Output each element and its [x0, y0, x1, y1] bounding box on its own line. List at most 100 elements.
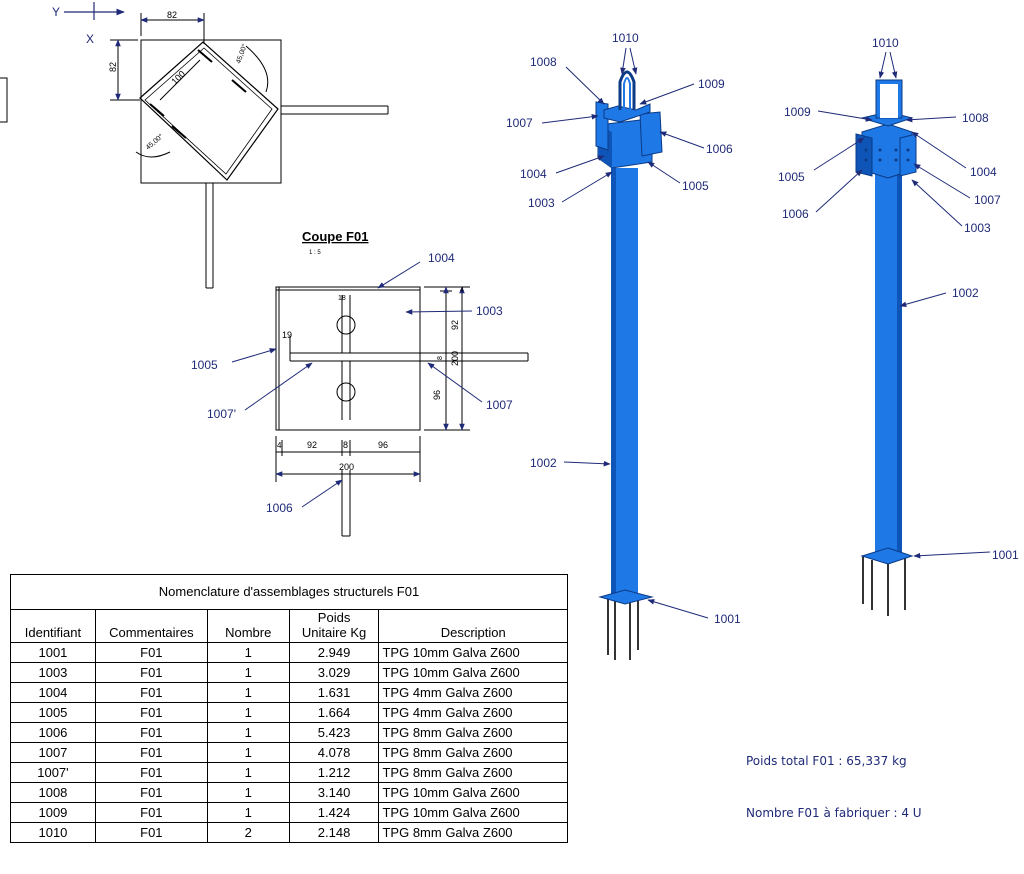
cell-desc: TPG 8mm Galva Z600 — [378, 762, 568, 783]
cell-weight: 4.078 — [288, 742, 380, 763]
cell-comment: F01 — [94, 722, 208, 743]
cell-id: 1006 — [10, 722, 96, 743]
sec-label-1003: 1003 — [476, 304, 503, 318]
cell-count: 1 — [206, 762, 290, 783]
cell-desc: TPG 4mm Galva Z600 — [378, 682, 568, 703]
cell-comment: F01 — [94, 802, 208, 823]
cell-id: 1005 — [10, 702, 96, 723]
column-rear — [855, 79, 917, 616]
cell-count: 1 — [206, 702, 290, 723]
cell-weight: 1.631 — [288, 682, 380, 703]
dim-right-total: 200 — [450, 351, 460, 366]
cell-count: 1 — [206, 722, 290, 743]
front-leaders — [541, 47, 709, 619]
left-frame-fragment — [0, 77, 8, 123]
cell-weight: 2.148 — [288, 822, 380, 843]
cell-desc: TPG 8mm Galva Z600 — [378, 822, 568, 843]
cell-count: 1 — [206, 682, 290, 703]
total-weight: Poids total F01 : 65,337 kg — [746, 754, 907, 768]
axis-x-label: X — [86, 32, 94, 46]
count-to-make: Nombre F01 à fabriquer : 4 U — [746, 806, 922, 820]
cell-weight: 5.423 — [288, 722, 380, 743]
cell-id: 1009 — [10, 802, 96, 823]
cell-weight: 1.424 — [288, 802, 380, 823]
dim-top-thk: 18 — [338, 295, 346, 302]
header-comment: Commentaires — [94, 609, 208, 643]
dim-bottom-8: 8 — [343, 440, 348, 450]
rear-label-1005: 1005 — [778, 170, 805, 184]
section-scale: 1 : 5 — [309, 250, 321, 256]
cell-comment: F01 — [94, 762, 208, 783]
header-weight-line1: Poids — [317, 610, 351, 625]
dim-right-mid: 8 — [437, 356, 444, 360]
cell-count: 1 — [206, 642, 290, 663]
cell-count: 1 — [206, 802, 290, 823]
section-dimensions: 18 4 92 8 200 96 19 4 92 8 96 200 — [277, 287, 464, 472]
cell-count: 2 — [206, 822, 290, 843]
cell-desc: TPG 10mm Galva Z600 — [378, 662, 568, 683]
axis-y-label: Y — [52, 5, 60, 19]
dim-right-lower: 96 — [432, 390, 442, 400]
rear-label-1001: 1001 — [992, 548, 1019, 562]
dim-right-top: 4 — [460, 287, 464, 294]
rear-label-1004: 1004 — [970, 165, 997, 179]
cell-id: 1010 — [10, 822, 96, 843]
plan-angle-bottom: 45,00° — [144, 132, 165, 151]
cell-count: 1 — [206, 742, 290, 763]
axis-indicator: Y X — [52, 2, 125, 46]
front-label-1003: 1003 — [528, 196, 555, 210]
cell-weight: 3.029 — [288, 662, 380, 683]
cell-weight: 2.949 — [288, 642, 380, 663]
dim-bottom-total: 200 — [339, 462, 354, 472]
front-label-1006: 1006 — [706, 142, 733, 156]
cell-desc: TPG 10mm Galva Z600 — [378, 802, 568, 823]
rear-label-1009: 1009 — [784, 105, 811, 119]
section-view — [275, 286, 529, 537]
cell-desc: TPG 10mm Galva Z600 — [378, 642, 568, 663]
column-front — [595, 70, 663, 660]
cell-desc: TPG 10mm Galva Z600 — [378, 782, 568, 803]
front-label-1008: 1008 — [530, 55, 557, 69]
cell-comment: F01 — [94, 642, 208, 663]
plan-dim-width: 82 — [167, 10, 177, 20]
front-label-1009: 1009 — [698, 77, 725, 91]
dim-bottom-96: 96 — [378, 440, 388, 450]
front-labels: 1010 1008 1009 1007 1006 1004 1005 1003 … — [506, 31, 741, 626]
cell-comment: F01 — [94, 662, 208, 683]
cell-comment: F01 — [94, 682, 208, 703]
rear-label-1006: 1006 — [782, 207, 809, 221]
rear-label-1007: 1007 — [974, 193, 1001, 207]
rear-leaders — [813, 51, 991, 559]
table-title: Nomenclature d'assemblages structurels F… — [10, 574, 568, 610]
cell-id: 1007' — [10, 762, 96, 783]
sec-label-1005: 1005 — [191, 358, 218, 372]
dim-left-19: 19 — [282, 330, 292, 340]
plan-dim-plate: 100 — [169, 69, 187, 87]
header-id: Identifiant — [10, 609, 96, 643]
cell-id: 1003 — [10, 662, 96, 683]
cell-comment: F01 — [94, 782, 208, 803]
dim-right-upper: 92 — [450, 320, 460, 330]
cell-comment: F01 — [94, 742, 208, 763]
cell-weight: 1.664 — [288, 702, 380, 723]
cell-count: 1 — [206, 662, 290, 683]
dim-bottom-92: 92 — [307, 440, 317, 450]
sec-label-1007: 1007 — [486, 398, 513, 412]
plan-dim-height: 82 — [108, 62, 118, 72]
cell-weight: 3.140 — [288, 782, 380, 803]
header-weight-line2: Unitaire Kg — [301, 625, 367, 640]
cell-comment: F01 — [94, 822, 208, 843]
section-leaders — [231, 261, 483, 508]
sec-label-1007p: 1007' — [207, 407, 236, 421]
rear-label-1010: 1010 — [872, 36, 899, 50]
cell-count: 1 — [206, 782, 290, 803]
cell-weight: 1.212 — [288, 762, 380, 783]
